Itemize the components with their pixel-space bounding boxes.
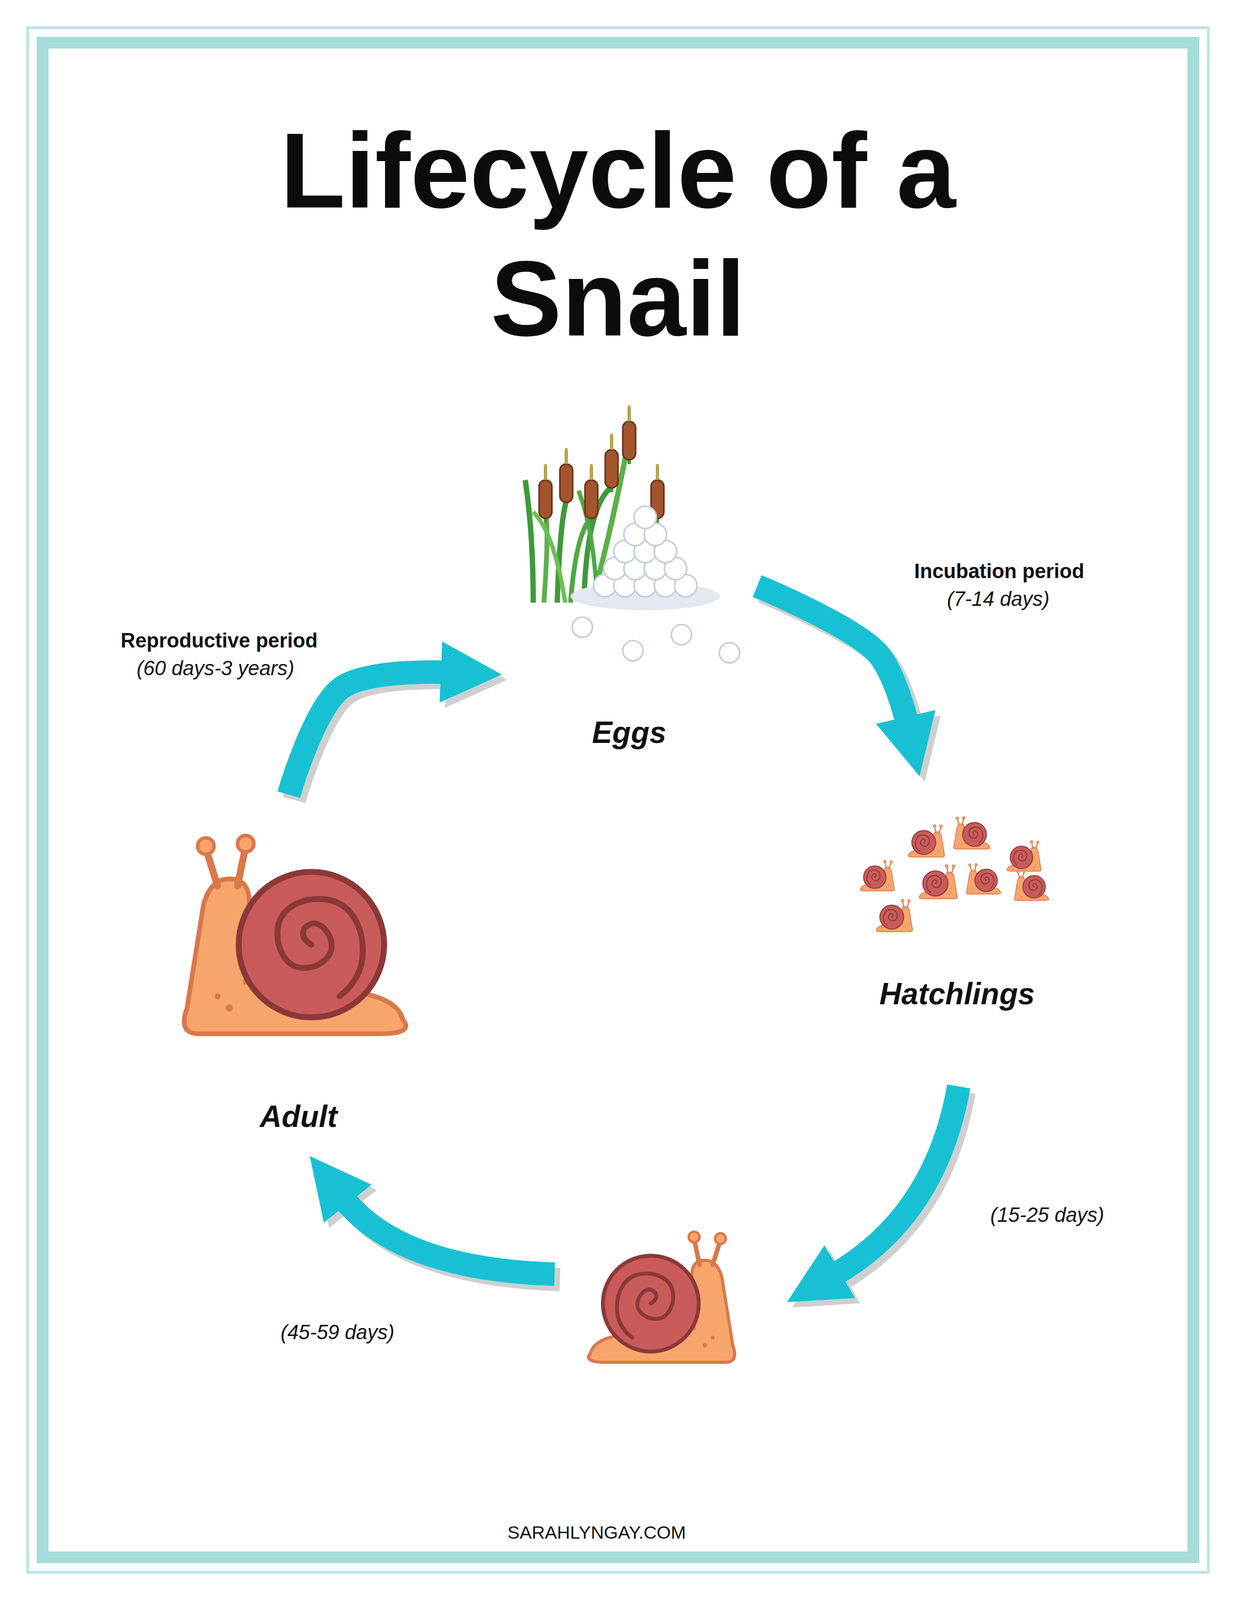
- period-label: (15-25 days): [990, 1203, 1104, 1227]
- drawing-part: [1014, 869, 1049, 901]
- period-label: Reproductive period: [120, 629, 318, 653]
- growth-arrows: [343, 1086, 965, 1280]
- adult-snail: [183, 835, 406, 1034]
- stage-label: Eggs: [586, 712, 672, 752]
- stage-node: Adult: [175, 794, 422, 1136]
- period-label: Incubation period: [914, 559, 1085, 583]
- drawing-part: [588, 1231, 735, 1362]
- drawing-part: [953, 816, 991, 849]
- egg-pile: [572, 506, 740, 663]
- drawing-part: [966, 863, 1001, 894]
- drawing-part: [834, 1086, 959, 1275]
- drawing-part: [544, 463, 548, 480]
- drawing-part: [183, 835, 406, 1034]
- drawing-part: [525, 479, 534, 603]
- period-label: (60 days-3 years): [136, 656, 295, 680]
- drawing-part: [1006, 840, 1041, 871]
- drawing-part: [559, 463, 573, 503]
- outer-frame: [27, 27, 1209, 1572]
- drawing-part: [919, 864, 958, 899]
- drawing-part: [633, 506, 657, 529]
- drawing-part: [610, 433, 614, 450]
- drawing-part: [876, 899, 913, 932]
- period-label: (7-14 days): [946, 587, 1050, 611]
- drawing-part: [590, 463, 593, 480]
- period-label: (45-59 days): [280, 1320, 395, 1344]
- drawing-part: [908, 824, 945, 857]
- drawing-part: [565, 447, 568, 464]
- drawing-part: [860, 860, 895, 891]
- drawing-part: [622, 421, 636, 460]
- drawing-part: [628, 405, 631, 422]
- drawing-part: [533, 511, 566, 603]
- stage-node: Eggs: [501, 426, 758, 752]
- drawing-part: [572, 616, 593, 638]
- inner-frame: [42, 42, 1194, 1557]
- drawing-part: [656, 463, 660, 480]
- drawing-part: [719, 642, 740, 663]
- drawing-part: [622, 640, 644, 661]
- drawing-part: [343, 1198, 555, 1274]
- cattail-heads: [539, 405, 664, 523]
- cycle-arrow: [289, 671, 448, 795]
- cycle-arrow: [757, 586, 908, 723]
- drawing-part: [671, 624, 692, 645]
- cattails: [525, 437, 658, 603]
- drawing-part: [539, 479, 552, 519]
- stage-label: Adult: [254, 1096, 343, 1136]
- title: Lifecycle of a Snail: [164, 106, 1072, 363]
- stage-label: Hatchlings: [873, 973, 1040, 1014]
- footer-url: SARAHLYNGAY.COM: [507, 1521, 686, 1543]
- juvenile-snail: [588, 1231, 735, 1362]
- stage-node: Hatchlings: [847, 773, 1067, 1014]
- hatchling-snails: [860, 816, 1049, 932]
- drawing-part: [584, 479, 598, 519]
- drawing-part: [605, 449, 618, 488]
